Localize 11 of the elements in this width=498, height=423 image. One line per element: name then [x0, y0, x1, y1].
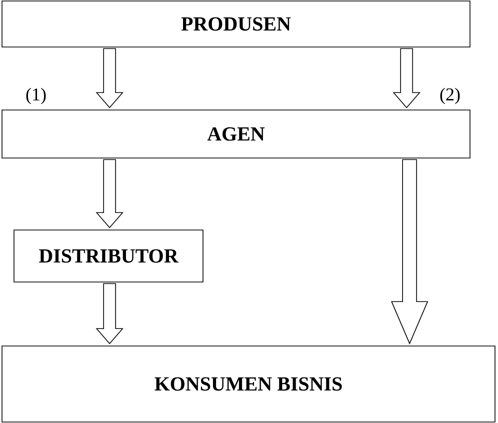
edge-label: (2) [440, 88, 460, 104]
process-box: DISTRIBUTOR [14, 230, 204, 282]
block-arrow [96, 159, 124, 228]
block-arrow [96, 48, 124, 108]
process-box: AGEN [2, 110, 470, 158]
block-arrow [391, 159, 428, 345]
process-box: KONSUMEN BISNIS [2, 346, 496, 422]
block-arrow [392, 48, 420, 108]
block-arrow [96, 283, 124, 344]
edge-label: (1) [26, 88, 46, 104]
process-box: PRODUSEN [2, 0, 470, 48]
